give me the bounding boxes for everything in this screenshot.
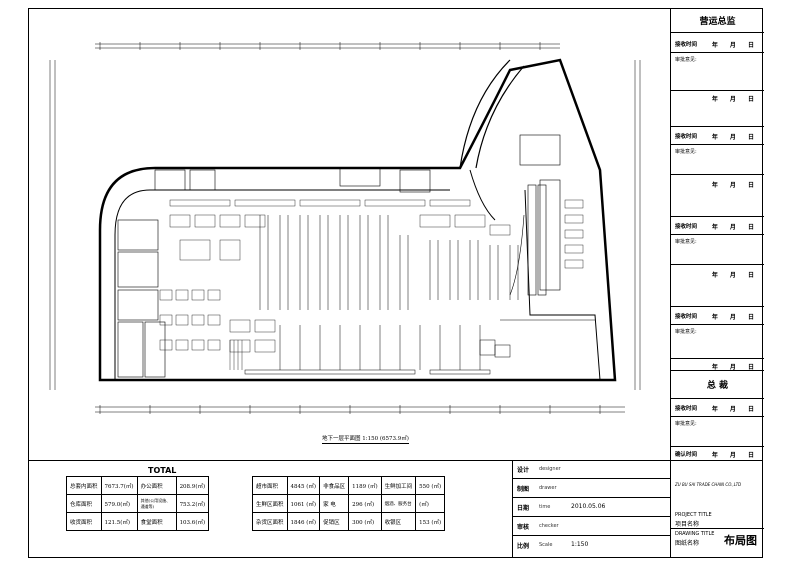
cell-label: 生鲜区面积 (252, 494, 288, 513)
title-block (28, 460, 763, 558)
date-label-6: 年 月 日 (711, 272, 759, 279)
scale-en: Scale (539, 542, 553, 548)
cell-label: 生鲜加工间 (380, 476, 417, 495)
cell-value: 753.2(㎡) (175, 494, 210, 513)
cell-value: 153 (㎡) (415, 512, 446, 531)
cell-label: 总套内面积 (66, 476, 102, 495)
cell-label: 仓库面积 (66, 494, 102, 513)
designer-en: designer (539, 466, 561, 472)
table-row: 生鲜区面积 1061 (㎡) 家 电 296 (㎡) 烟酒、服务台 (㎡) (252, 494, 446, 513)
date-label-4: 年 月 日 (711, 182, 759, 189)
total-title: TOTAL (148, 466, 177, 475)
cell-value: 7673.7(㎡) (100, 476, 138, 495)
approval-column: 营运总监 接收时间 年 月 日 审批意见: 年 月 日 接收时间 年 月 日 审… (670, 8, 764, 460)
scale-row: 比例 Scale 1:150 (513, 536, 671, 555)
designer-row: 设计 designer (513, 460, 671, 479)
ops-director-title: 营运总监 (699, 17, 736, 27)
opinion-label-2: 审批意见: (675, 149, 697, 155)
receive-time-label-2: 接收时间 (675, 134, 698, 140)
cell-value: 1061 (㎡) (286, 494, 321, 513)
drawing-title-cn: 图纸名称 (675, 540, 700, 547)
receive-time-label-1: 接收时间 (675, 42, 698, 48)
drawer-row: 制图 drawer (513, 479, 671, 498)
opinion-label-3: 审批意见: (675, 239, 697, 245)
date-label-7: 年 月 日 (711, 314, 759, 321)
cell-label: 超市面积 (252, 476, 288, 495)
drawing-name: 布局图 (724, 534, 757, 547)
drawer-label: 制图 (517, 486, 530, 493)
cell-label: 促销区 (319, 512, 350, 531)
cell-value: 121.5(㎡) (100, 512, 138, 531)
date-label-9: 年 月 日 (711, 406, 759, 413)
date-label: 日期 (517, 505, 530, 512)
project-title-en: PROJECT TITLE (675, 512, 712, 518)
plan-caption: 地下一层平面图 1:150 (6573.9㎡) (322, 436, 409, 444)
table-row: 收货面积 121.5(㎡) 食堂面积 103.6(㎡) (66, 512, 210, 531)
designer-label: 设计 (517, 467, 530, 474)
date-label-10: 年 月 日 (711, 452, 759, 459)
drawer-en: drawer (539, 485, 557, 491)
president-title: 总 裁 (706, 381, 729, 391)
date-label-8: 年 月 日 (711, 364, 759, 371)
project-block: ZU BU SAI TRADE CHAIN CO.,LTD PROJECT TI… (670, 460, 764, 558)
receive-time-label-5: 接收时间 (675, 406, 698, 412)
checker-en: checker (539, 523, 559, 529)
receive-time-label-4: 接收时间 (675, 314, 698, 320)
cell-label: 杂货区面积 (252, 512, 288, 531)
scale-label: 比例 (517, 543, 530, 550)
cell-label: 烟酒、服务台 (380, 494, 417, 513)
table-row: 仓库面积 579.0(㎡) 其他(公用设施、通道等) 753.2(㎡) (66, 494, 210, 513)
cell-value: 1846 (㎡) (286, 512, 321, 531)
cell-label: 收银区 (380, 512, 417, 531)
date-value: 2010.05.06 (571, 503, 606, 510)
signoff-block: 设计 designer 制图 drawer 日期 time 2010.05.06… (512, 460, 671, 558)
cell-value: 550 (㎡) (415, 476, 446, 495)
checker-label: 审核 (517, 524, 530, 531)
cell-value: 300 (㎡) (348, 512, 382, 531)
checker-row: 审核 checker (513, 517, 671, 536)
cell-label: 家 电 (319, 494, 350, 513)
date-label-2: 年 月 日 (711, 96, 759, 103)
cell-label: 食堂面积 (136, 512, 177, 531)
cell-value: 296 (㎡) (348, 494, 382, 513)
receive-time-label-3: 接收时间 (675, 224, 698, 230)
floor-plan (49, 42, 641, 414)
cell-label: 非食品区 (319, 476, 350, 495)
cell-value: (㎡) (415, 494, 446, 513)
cell-label: 收货面积 (66, 512, 102, 531)
cell-value: 1189 (㎡) (348, 476, 382, 495)
date-row: 日期 time 2010.05.06 (513, 498, 671, 517)
date-en: time (539, 504, 551, 510)
drawing-frame (28, 8, 763, 558)
date-label-3: 年 月 日 (711, 134, 759, 141)
table-row: 超市面积 4845 (㎡) 非食品区 1189 (㎡) 生鲜加工间 550 (㎡… (252, 476, 446, 495)
opinion-label-1: 审批意见: (675, 57, 697, 63)
cell-value: 579.0(㎡) (100, 494, 138, 513)
date-label-1: 年 月 日 (711, 42, 759, 49)
opinion-label-4: 审批意见: (675, 329, 697, 335)
table-row: 杂货区面积 1846 (㎡) 促销区 300 (㎡) 收银区 153 (㎡) (252, 512, 446, 531)
drawing-title-en: DRAWING TITLE (675, 531, 715, 537)
date-label-5: 年 月 日 (711, 224, 759, 231)
project-title-cn: 项目名称 (675, 521, 700, 528)
scale-value: 1:150 (571, 541, 589, 548)
cell-label: 办公面积 (136, 476, 177, 495)
total-table-2: 超市面积 4845 (㎡) 非食品区 1189 (㎡) 生鲜加工间 550 (㎡… (252, 476, 446, 531)
company-name: ZU BU SAI TRADE CHAIN CO.,LTD (675, 482, 742, 487)
total-table-1: 总套内面积 7673.7(㎡) 办公面积 208.9(㎡) 仓库面积 579.0… (66, 476, 210, 531)
opinion-label-5: 审批意见: (675, 421, 697, 427)
confirm-time-label: 确认时间 (675, 452, 698, 458)
cell-value: 208.9(㎡) (175, 476, 210, 495)
cell-value: 103.6(㎡) (175, 512, 210, 531)
cell-label: 其他(公用设施、通道等) (136, 494, 177, 513)
table-row: 总套内面积 7673.7(㎡) 办公面积 208.9(㎡) (66, 476, 210, 495)
cell-value: 4845 (㎡) (286, 476, 321, 495)
